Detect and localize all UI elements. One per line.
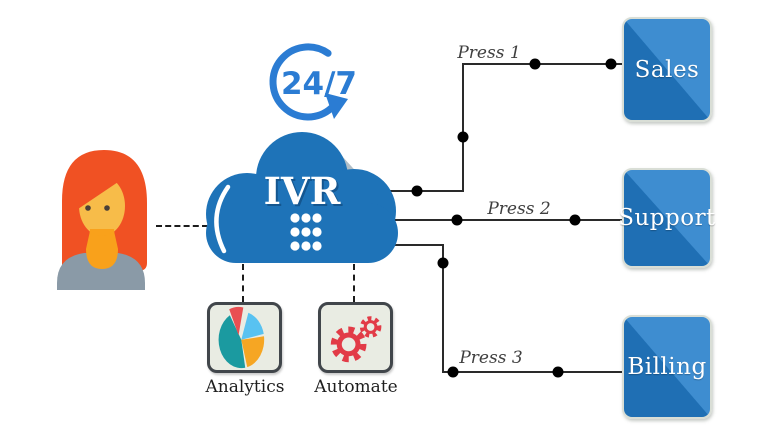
billing-label: Billing: [627, 354, 707, 380]
branch1-label: Press 1: [457, 43, 521, 63]
branch2-label: Press 2: [487, 199, 551, 219]
circular-arrow-icon: [269, 43, 335, 121]
node-dot: [457, 131, 469, 143]
branch1-top-line: [462, 63, 624, 65]
branch1-stub-line: [385, 190, 464, 192]
right-eye: [104, 205, 110, 211]
shoulders: [57, 253, 145, 290]
branch3-label: Press 3: [459, 348, 523, 368]
branch1-vertical-line: [462, 63, 464, 192]
pie-chart-icon: [218, 306, 265, 369]
node-dot: [411, 185, 423, 197]
branch3-bottom-line: [442, 371, 624, 373]
analytics-label: Analytics: [205, 377, 285, 397]
support-label: Support: [618, 205, 716, 231]
branch3-vertical-line: [442, 244, 444, 373]
left-eye: [85, 205, 91, 211]
sales-label: Sales: [634, 56, 700, 83]
gears-icon: [330, 316, 382, 363]
branch2-line: [394, 219, 624, 221]
chest-vneck: [86, 231, 118, 269]
arrowhead-icon: [325, 93, 348, 119]
ivr-cloud: IVR IVR: [206, 132, 398, 263]
cloud-highlight-right: [354, 150, 390, 182]
small-gear: [359, 316, 382, 338]
branch3-stub-line: [385, 244, 444, 246]
cloud-highlight-left: [214, 184, 231, 254]
keypad-icon: [290, 213, 322, 251]
node-dot: [451, 214, 463, 226]
pie-slice-red: [229, 306, 244, 336]
sales-box: Sales: [622, 17, 712, 122]
badge-24-7: 24/7: [269, 43, 357, 121]
analytics-box: [207, 302, 282, 373]
cloud-label: IVR: [264, 169, 341, 213]
automate-label: Automate: [314, 377, 398, 397]
caller-to-cloud-dashed-line: [156, 225, 208, 227]
node-dot: [569, 214, 581, 226]
automate-box: [318, 302, 393, 373]
large-gear: [330, 326, 367, 363]
caller-avatar: [57, 150, 147, 290]
node-dot: [447, 366, 459, 378]
hair-fringe: [78, 163, 127, 209]
cloud-to-automate-dashed-line: [353, 264, 355, 302]
badge-label: 24/7: [281, 66, 357, 102]
pie-slice-blue: [241, 312, 264, 340]
support-box: Support: [618, 168, 715, 268]
cloud-label-shadow: IVR: [266, 171, 343, 215]
pie-slice-orange: [241, 336, 265, 368]
billing-box: Billing: [622, 315, 712, 419]
node-dot: [437, 257, 449, 269]
pie-slice-teal: [218, 315, 246, 369]
node-dot: [605, 58, 617, 70]
node-dot: [552, 366, 564, 378]
cloud-to-analytics-dashed-line: [242, 264, 244, 302]
node-dot: [529, 58, 541, 70]
